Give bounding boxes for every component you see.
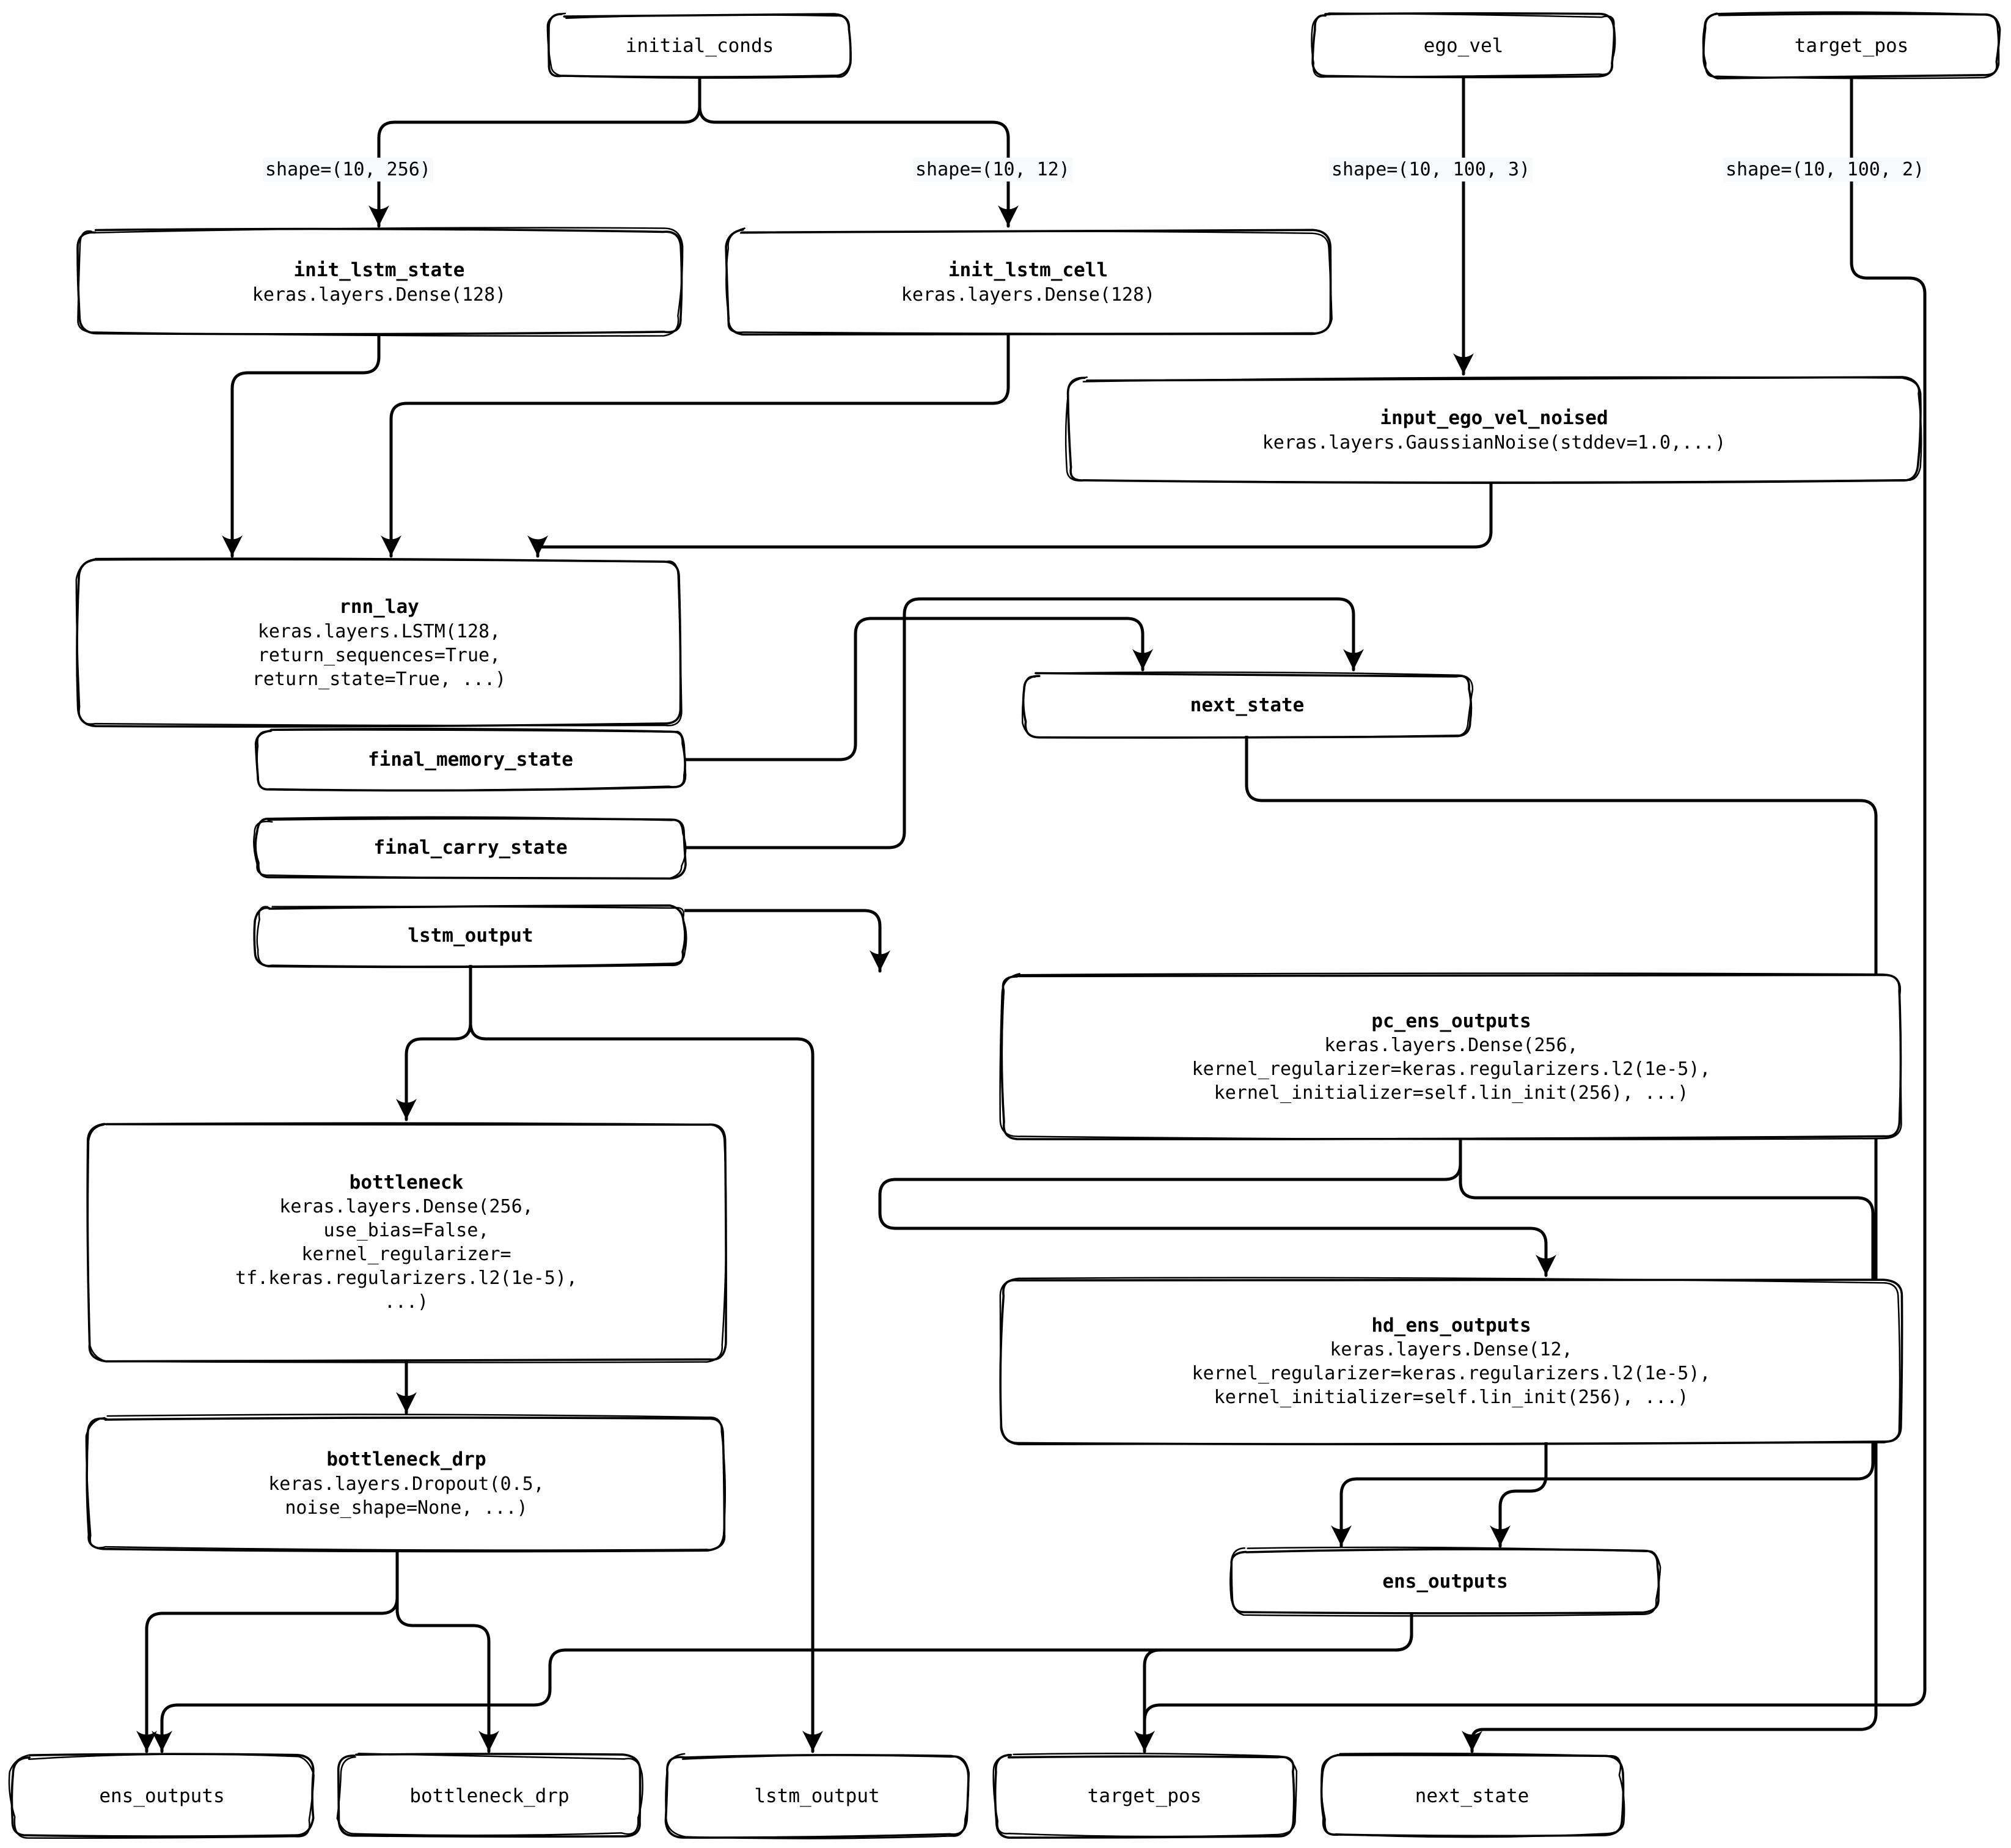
node-title: init_lstm_state [293, 259, 465, 282]
node-subtitle: keras.layers.GaussianNoise(stddev=1.0,..… [1262, 431, 1726, 453]
node-output-next-state[interactable]: next_state [1320, 1752, 1625, 1838]
node-title: target_pos [1087, 1784, 1202, 1807]
node-final-memory-state[interactable]: final_memory_state [254, 727, 687, 792]
node-subtitle: keras.layers.Dense(12, kernel_regularize… [1192, 1339, 1711, 1409]
edge-label-shape-10-12: shape=(10, 12) [913, 158, 1072, 182]
edge-label-shape-10-256: shape=(10, 256) [263, 158, 433, 182]
node-init-lstm-state[interactable]: init_lstm_state keras.layers.Dense(128) [76, 227, 684, 337]
node-bottleneck[interactable]: bottleneck keras.layers.Dense(256, use_b… [86, 1122, 727, 1363]
node-title: rnn_lay [339, 596, 419, 618]
node-output-target-pos[interactable]: target_pos [992, 1752, 1298, 1839]
node-title: target_pos [1794, 34, 1909, 57]
node-input-ego-vel-noised[interactable]: input_ego_vel_noised keras.layers.Gaussi… [1064, 376, 1922, 484]
node-subtitle: keras.layers.Dense(128) [901, 284, 1156, 306]
node-title: input_ego_vel_noised [1380, 407, 1608, 430]
node-title: bottleneck_drp [326, 1448, 486, 1471]
node-subtitle: keras.layers.Dropout(0.5, noise_shape=No… [268, 1473, 544, 1519]
node-title: lstm_output [408, 925, 533, 947]
node-title: init_lstm_cell [948, 259, 1108, 282]
node-title: bottleneck_drp [409, 1784, 570, 1807]
node-subtitle: keras.layers.LSTM(128, return_sequences=… [252, 620, 507, 690]
node-subtitle: keras.layers.Dense(256, kernel_regulariz… [1192, 1035, 1711, 1104]
node-initial-conds[interactable]: initial_conds [546, 12, 852, 79]
node-output-bottleneck-drp[interactable]: bottleneck_drp [336, 1753, 643, 1838]
node-title: pc_ens_outputs [1371, 1010, 1531, 1032]
node-subtitle: keras.layers.Dense(256, use_bias=False, … [235, 1196, 577, 1313]
node-title: initial_conds [625, 34, 774, 57]
node-output-ens-outputs[interactable]: ens_outputs [8, 1753, 315, 1839]
node-rnn-lay[interactable]: rnn_lay keras.layers.LSTM(128, return_se… [75, 557, 683, 728]
node-next-state-mid[interactable]: next_state [1021, 671, 1474, 739]
node-title: next_state [1415, 1784, 1529, 1807]
node-title: next_state [1190, 694, 1305, 716]
node-ego-vel[interactable]: ego_vel [1311, 12, 1616, 79]
node-bottleneck-drp[interactable]: bottleneck_drp keras.layers.Dropout(0.5,… [85, 1414, 727, 1553]
node-title: final_memory_state [368, 749, 573, 771]
node-title: ego_vel [1423, 34, 1504, 57]
node-title: hd_ens_outputs [1371, 1314, 1531, 1336]
node-title: lstm_output [754, 1784, 880, 1807]
node-final-carry-state[interactable]: final_carry_state [253, 816, 687, 880]
node-output-lstm-output[interactable]: lstm_output [664, 1753, 970, 1839]
edge-label-shape-10-100-3: shape=(10, 100, 3) [1329, 158, 1533, 182]
node-hd-ens-outputs[interactable]: hd_ens_outputs keras.layers.Dense(12, ke… [999, 1277, 1903, 1445]
node-title: bottleneck [349, 1171, 464, 1194]
node-pc-ens-outputs[interactable]: pc_ens_outputs keras.layers.Dense(256, k… [999, 972, 1902, 1140]
node-init-lstm-cell[interactable]: init_lstm_cell keras.layers.Dense(128) [725, 227, 1333, 336]
node-target-pos-input[interactable]: target_pos [1702, 11, 2001, 79]
node-lstm-output-slot[interactable]: lstm_output [253, 904, 687, 969]
node-title: ens_outputs [99, 1784, 225, 1807]
edge-label-shape-10-100-2: shape=(10, 100, 2) [1723, 158, 1927, 182]
node-title: final_carry_state [373, 837, 568, 859]
node-ens-outputs-mid[interactable]: ens_outputs [1229, 1546, 1661, 1617]
node-subtitle: keras.layers.Dense(128) [252, 284, 507, 306]
node-title: ens_outputs [1382, 1570, 1508, 1593]
